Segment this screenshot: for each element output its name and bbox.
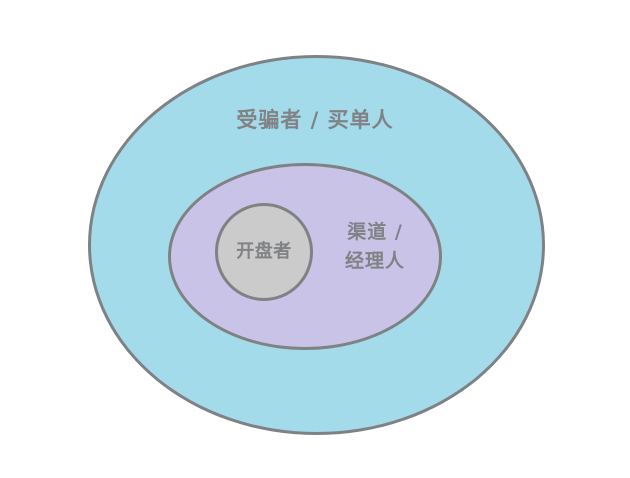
outer-ellipse-label: 受骗者 / 买单人 — [236, 108, 394, 132]
inner-circle-label: 开盘者 — [236, 241, 292, 263]
inner-circle-organizer: 开盘者 — [215, 203, 313, 301]
middle-ellipse-label: 渠道 / 经理人 — [344, 221, 405, 273]
